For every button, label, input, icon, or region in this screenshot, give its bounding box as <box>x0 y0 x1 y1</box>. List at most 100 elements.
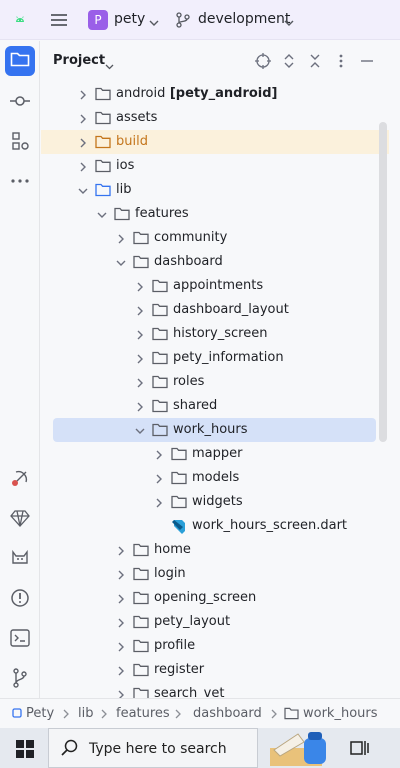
excluded-folder-icon <box>95 135 111 153</box>
chevron-down-icon[interactable] <box>116 257 126 272</box>
chevron-down-icon[interactable] <box>105 59 114 74</box>
tree-row[interactable]: register <box>41 658 381 682</box>
terminal-icon[interactable] <box>8 626 32 650</box>
tree-row[interactable]: widgets <box>41 490 381 514</box>
chevron-right-icon[interactable] <box>116 689 126 698</box>
tree-row[interactable]: build <box>41 130 389 154</box>
chevron-right-icon[interactable] <box>116 569 126 584</box>
chevron-right-icon[interactable] <box>135 305 145 320</box>
more-icon[interactable] <box>8 169 32 193</box>
source-folder-icon <box>95 183 111 201</box>
chevron-right-icon[interactable] <box>78 89 88 104</box>
breadcrumb-item[interactable]: lib <box>78 706 94 721</box>
locate-icon[interactable] <box>255 53 271 73</box>
chevron-right-icon[interactable] <box>116 665 126 680</box>
app-quality-icon[interactable] <box>8 466 32 490</box>
tree-row[interactable]: history_screen <box>41 322 381 346</box>
branch-name[interactable]: development <box>198 11 291 27</box>
chevron-right-icon[interactable] <box>78 113 88 128</box>
windows-start-icon[interactable] <box>16 740 34 762</box>
tree-row[interactable]: shared <box>41 394 381 418</box>
taskbar-search[interactable]: Type here to search <box>48 728 258 768</box>
minimize-icon[interactable] <box>359 53 375 73</box>
breadcrumb-item[interactable]: dashboard <box>193 706 262 721</box>
vertical-scrollbar[interactable] <box>379 122 387 442</box>
git-branch-icon[interactable] <box>176 12 190 32</box>
task-view-icon[interactable] <box>350 739 370 761</box>
tree-row[interactable]: search_vet <box>41 682 381 698</box>
folder-icon <box>152 375 168 393</box>
tree-row[interactable]: ios <box>41 154 381 178</box>
tree-row-label: home <box>154 542 191 557</box>
folder-icon <box>152 303 168 321</box>
chevron-right-icon[interactable] <box>116 233 126 248</box>
folder-icon <box>171 447 187 465</box>
project-badge[interactable]: P <box>88 10 108 30</box>
tree-row[interactable]: home <box>41 538 381 562</box>
commit-icon[interactable] <box>8 89 32 113</box>
chevron-down-icon[interactable] <box>135 425 145 440</box>
chevron-right-icon[interactable] <box>135 329 145 344</box>
tree-row[interactable]: login <box>41 562 381 586</box>
chevron-right-icon[interactable] <box>116 545 126 560</box>
tree-row[interactable]: features <box>41 202 381 226</box>
breadcrumb: Pety lib features dashboard work_hours <box>0 698 400 728</box>
logcat-icon[interactable] <box>8 546 32 570</box>
chevron-right-icon[interactable] <box>116 593 126 608</box>
collapse-all-icon[interactable] <box>307 53 323 73</box>
tree-row[interactable]: community <box>41 226 381 250</box>
tree-row-label: work_hours_screen.dart <box>192 518 348 533</box>
tree-row[interactable]: profile <box>41 634 381 658</box>
tree-row[interactable]: dashboard <box>41 250 381 274</box>
tree-row[interactable]: opening_screen <box>41 586 381 610</box>
tree-row[interactable]: android [pety_android] <box>41 82 381 106</box>
project-panel-header: Project <box>41 41 400 81</box>
chevron-right-icon[interactable] <box>154 497 164 512</box>
chevron-right-icon[interactable] <box>135 353 145 368</box>
chevron-right-icon[interactable] <box>135 377 145 392</box>
tree-row[interactable]: work_hours <box>53 418 376 442</box>
folder-icon <box>171 471 187 489</box>
folder-icon <box>95 159 111 177</box>
tree-row[interactable]: roles <box>41 370 381 394</box>
chevron-right-icon[interactable] <box>116 641 126 656</box>
breadcrumb-item[interactable]: Pety <box>26 706 55 721</box>
problems-icon[interactable] <box>8 586 32 610</box>
expand-all-icon[interactable] <box>281 53 297 73</box>
chevron-right-icon[interactable] <box>135 401 145 416</box>
widget-icon[interactable] <box>268 730 332 768</box>
gem-icon[interactable] <box>8 506 32 530</box>
chevron-right-icon[interactable] <box>116 617 126 632</box>
git-icon[interactable] <box>8 666 32 690</box>
chevron-right-icon[interactable] <box>154 449 164 464</box>
folder-icon <box>133 543 149 561</box>
tree-row[interactable]: work_hours_screen.dart <box>41 514 381 538</box>
panel-title[interactable]: Project <box>53 53 106 68</box>
folder-icon <box>114 207 130 225</box>
tree-row[interactable]: mapper <box>41 442 381 466</box>
options-icon[interactable] <box>333 53 349 73</box>
tree-row[interactable]: assets <box>41 106 381 130</box>
chevron-right-icon[interactable] <box>135 281 145 296</box>
tree-row[interactable]: appointments <box>41 274 381 298</box>
chevron-right-icon[interactable] <box>78 137 88 152</box>
breadcrumb-item[interactable]: features <box>116 706 170 721</box>
chevron-right-icon[interactable] <box>78 161 88 176</box>
chevron-right-icon[interactable] <box>154 473 164 488</box>
breadcrumb-item[interactable]: work_hours <box>303 706 378 721</box>
tree-row[interactable]: pety_information <box>41 346 381 370</box>
project-name[interactable]: pety <box>114 11 146 27</box>
tree-row[interactable]: models <box>41 466 381 490</box>
tree-row[interactable]: pety_layout <box>41 610 381 634</box>
structure-icon[interactable] <box>8 129 32 153</box>
chevron-down-icon[interactable] <box>78 185 88 200</box>
main-menu-icon[interactable] <box>50 11 68 33</box>
chevron-down-icon[interactable] <box>97 209 107 224</box>
project-tool-button[interactable] <box>5 46 35 76</box>
chevron-down-icon[interactable] <box>284 16 294 31</box>
folder-icon <box>152 423 168 441</box>
chevron-down-icon[interactable] <box>149 16 159 31</box>
tree-row[interactable]: lib <box>41 178 381 202</box>
tree-row[interactable]: dashboard_layout <box>41 298 381 322</box>
